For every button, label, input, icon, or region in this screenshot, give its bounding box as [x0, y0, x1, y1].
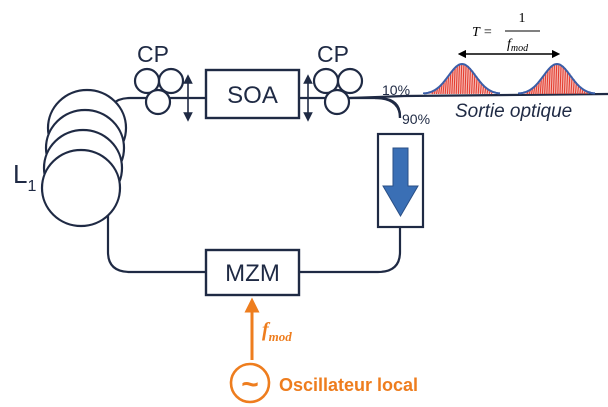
polarization-controller-right: [312, 67, 364, 116]
output-label: Sortie optique: [455, 101, 572, 122]
period-formula: T = 1 fmod: [472, 11, 540, 54]
oscillator-tilde-icon: ~: [241, 368, 259, 401]
fiber-ring: [106, 96, 402, 274]
pulse-train: [423, 62, 596, 95]
mzm-label: MZM: [225, 260, 280, 287]
soa-box: [204, 68, 301, 120]
soa-label: SOA: [227, 82, 278, 109]
carrier-oscillation: [431, 64, 493, 95]
fmod-label: fmod: [262, 319, 292, 344]
cp-label-left: CP: [137, 41, 169, 67]
isolator-arrow-icon: [382, 147, 419, 217]
cp-label-right: CP: [317, 41, 349, 67]
pulse-2-oscillation: [526, 64, 588, 95]
period-numerator: 1: [519, 11, 526, 26]
period-lhs: T =: [472, 25, 492, 40]
output-fiber: [349, 92, 608, 100]
mzm-box: [204, 248, 301, 297]
coupler-90-branch: [374, 96, 402, 119]
coupler-90-label: 90%: [402, 111, 430, 127]
fiber-coil-l1: [40, 88, 128, 228]
carrier-oscillation: [526, 64, 588, 95]
oscillator-symbol: [229, 362, 271, 404]
polarization-controller-left: [133, 67, 185, 116]
period-denominator: fmod: [507, 37, 529, 54]
pulse-1-envelope: [423, 62, 501, 95]
oscillator-label: Oscillateur local: [279, 375, 418, 395]
coupler-10-label: 10%: [382, 82, 410, 98]
pulse-1-oscillation: [431, 64, 493, 95]
pulse-2-envelope: [518, 62, 596, 95]
coil-label: L1: [13, 159, 36, 195]
